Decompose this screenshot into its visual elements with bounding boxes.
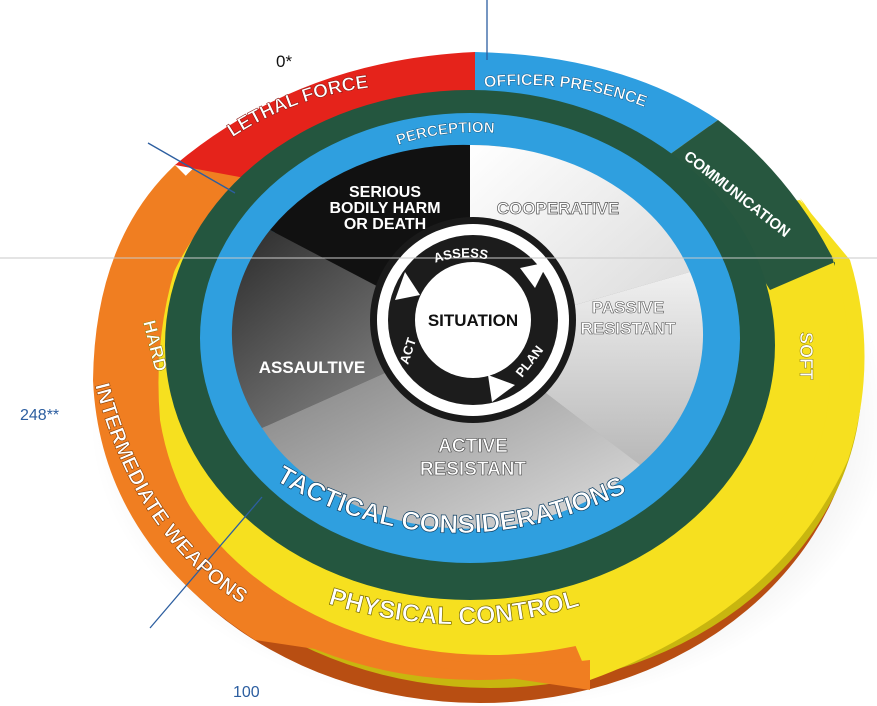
- cycle-arrow-icon: [488, 375, 515, 402]
- cooperative-label: COOPERATIVE: [497, 199, 619, 218]
- communication-segment: [655, 120, 835, 295]
- situation-label: SITUATION: [428, 311, 518, 330]
- passive-resistant-label-2: RESISTANT: [580, 319, 676, 338]
- assaultive-segment: [231, 230, 470, 428]
- annotation-line-upper-left: [147, 142, 236, 194]
- serious-bodily-harm-label-3: OR DEATH: [344, 216, 426, 233]
- center-hub-inner: [415, 262, 531, 378]
- annotation-left: 248**: [20, 407, 59, 424]
- active-resistant-segment: [262, 335, 640, 529]
- annotation-line-lower-left: [149, 496, 263, 629]
- annotation-top: 0*: [276, 52, 292, 71]
- assaultive-label: ASSAULTIVE: [259, 358, 365, 377]
- officer-presence-segment: [475, 52, 718, 165]
- active-resistant-label-1: ACTIVE: [438, 436, 508, 457]
- serious-bodily-harm-label-1: SERIOUS: [349, 184, 421, 201]
- cycle-arrow-icon: [395, 272, 420, 300]
- intermediate-weapons-wedge: [93, 165, 590, 690]
- soft-label: SOFT: [796, 332, 816, 380]
- active-resistant-label-2: RESISTANT: [420, 459, 527, 480]
- cycle-arrow-icon: [520, 262, 548, 288]
- passive-resistant-label-1: PASSIVE: [592, 298, 664, 317]
- annotation-bottom: 100: [233, 684, 260, 701]
- lethal-force-segment: [175, 52, 475, 178]
- soft-segment: [770, 198, 850, 380]
- assess-label: ASSESS: [432, 245, 490, 265]
- serious-bodily-harm-label-2: BODILY HARM: [329, 200, 440, 217]
